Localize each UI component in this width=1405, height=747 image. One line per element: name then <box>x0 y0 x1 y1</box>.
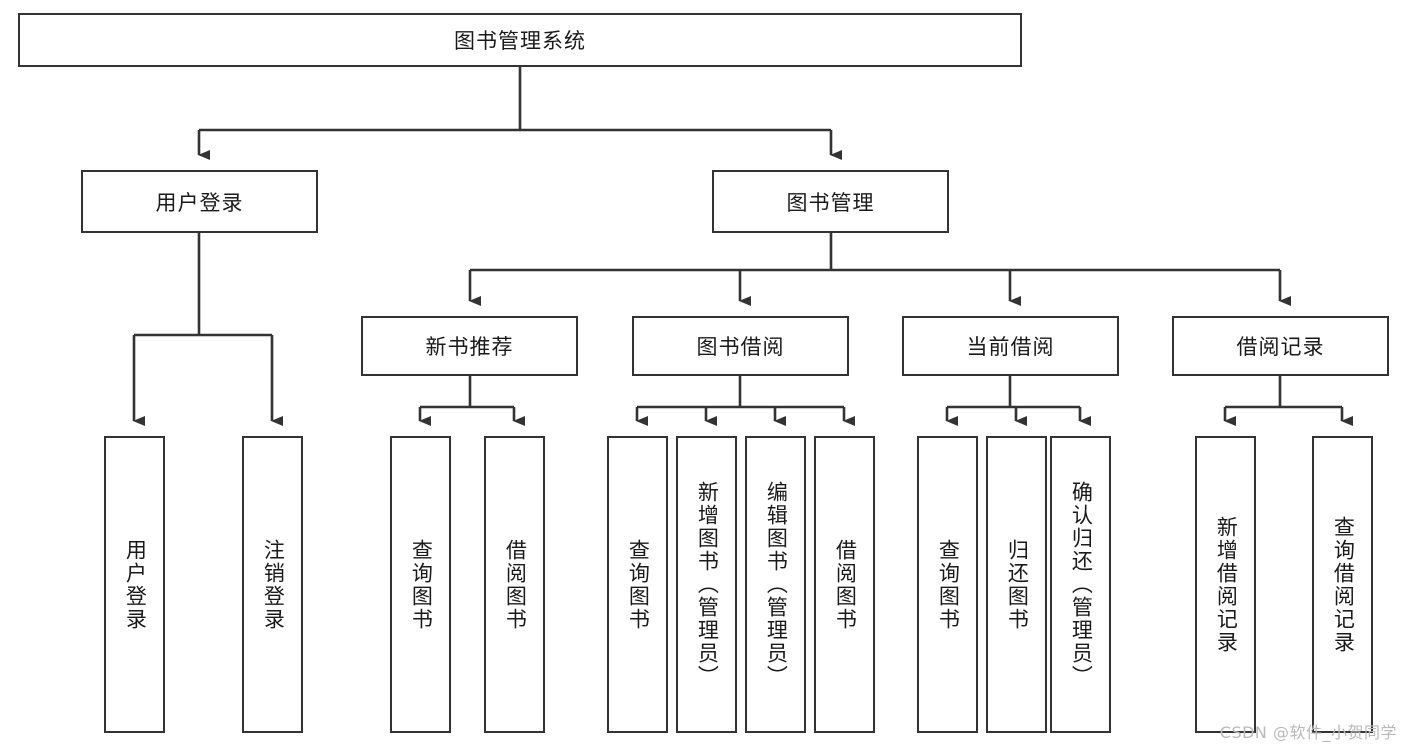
node-leaf-user-logout-label: 注销登录 <box>261 538 286 631</box>
node-leaf-borrow-book-2-label: 借阅图书 <box>833 538 858 631</box>
node-borrow-record-label: 借阅记录 <box>1236 335 1325 359</box>
node-leaf-user-logout[interactable]: 注销登录 <box>242 436 303 733</box>
node-leaf-confirm-return-label: 确认归还（管理员） <box>1069 481 1094 688</box>
node-book-borrow[interactable]: 图书借阅 <box>632 316 849 376</box>
node-root-label: 图书管理系统 <box>454 29 586 53</box>
node-new-book-rec-label: 新书推荐 <box>425 335 514 359</box>
node-leaf-confirm-return[interactable]: 确认归还（管理员） <box>1050 436 1111 733</box>
node-root[interactable]: 图书管理系统 <box>18 13 1022 67</box>
node-leaf-query-record[interactable]: 查询借阅记录 <box>1312 436 1373 733</box>
node-leaf-borrow-book-1-label: 借阅图书 <box>503 538 528 631</box>
node-leaf-add-book[interactable]: 新增图书（管理员） <box>676 436 737 733</box>
node-leaf-query-book-2-label: 查询图书 <box>626 538 651 631</box>
node-user-login[interactable]: 用户登录 <box>81 170 318 233</box>
node-user-login-label: 用户登录 <box>155 190 244 215</box>
node-leaf-edit-book-label: 编辑图书（管理员） <box>764 481 789 688</box>
node-new-book-rec[interactable]: 新书推荐 <box>361 316 578 376</box>
node-current-borrow-label: 当前借阅 <box>966 335 1055 359</box>
node-borrow-record[interactable]: 借阅记录 <box>1172 316 1389 376</box>
node-leaf-query-book-3-label: 查询图书 <box>936 538 961 631</box>
node-leaf-query-book-1-label: 查询图书 <box>409 538 434 631</box>
csdn-watermark: CSDN @软件_小贺同学 <box>1219 723 1397 742</box>
node-leaf-borrow-book-2[interactable]: 借阅图书 <box>814 436 875 733</box>
node-leaf-add-record[interactable]: 新增借阅记录 <box>1195 436 1256 733</box>
node-book-manage[interactable]: 图书管理 <box>712 170 949 233</box>
node-book-manage-label: 图书管理 <box>786 190 875 215</box>
node-leaf-return-book[interactable]: 归还图书 <box>986 436 1047 733</box>
node-current-borrow[interactable]: 当前借阅 <box>902 316 1119 376</box>
node-leaf-add-record-label: 新增借阅记录 <box>1214 515 1239 654</box>
node-leaf-query-book-1[interactable]: 查询图书 <box>390 436 451 733</box>
node-leaf-edit-book[interactable]: 编辑图书（管理员） <box>745 436 806 733</box>
node-book-borrow-label: 图书借阅 <box>696 335 785 359</box>
node-leaf-add-book-label: 新增图书（管理员） <box>695 481 720 688</box>
node-leaf-user-login-label: 用户登录 <box>123 538 148 631</box>
node-leaf-query-record-label: 查询借阅记录 <box>1331 515 1356 654</box>
node-leaf-query-book-2[interactable]: 查询图书 <box>607 436 668 733</box>
node-leaf-borrow-book-1[interactable]: 借阅图书 <box>484 436 545 733</box>
node-leaf-query-book-3[interactable]: 查询图书 <box>917 436 978 733</box>
node-leaf-user-login[interactable]: 用户登录 <box>104 436 165 733</box>
node-leaf-return-book-label: 归还图书 <box>1005 538 1030 631</box>
